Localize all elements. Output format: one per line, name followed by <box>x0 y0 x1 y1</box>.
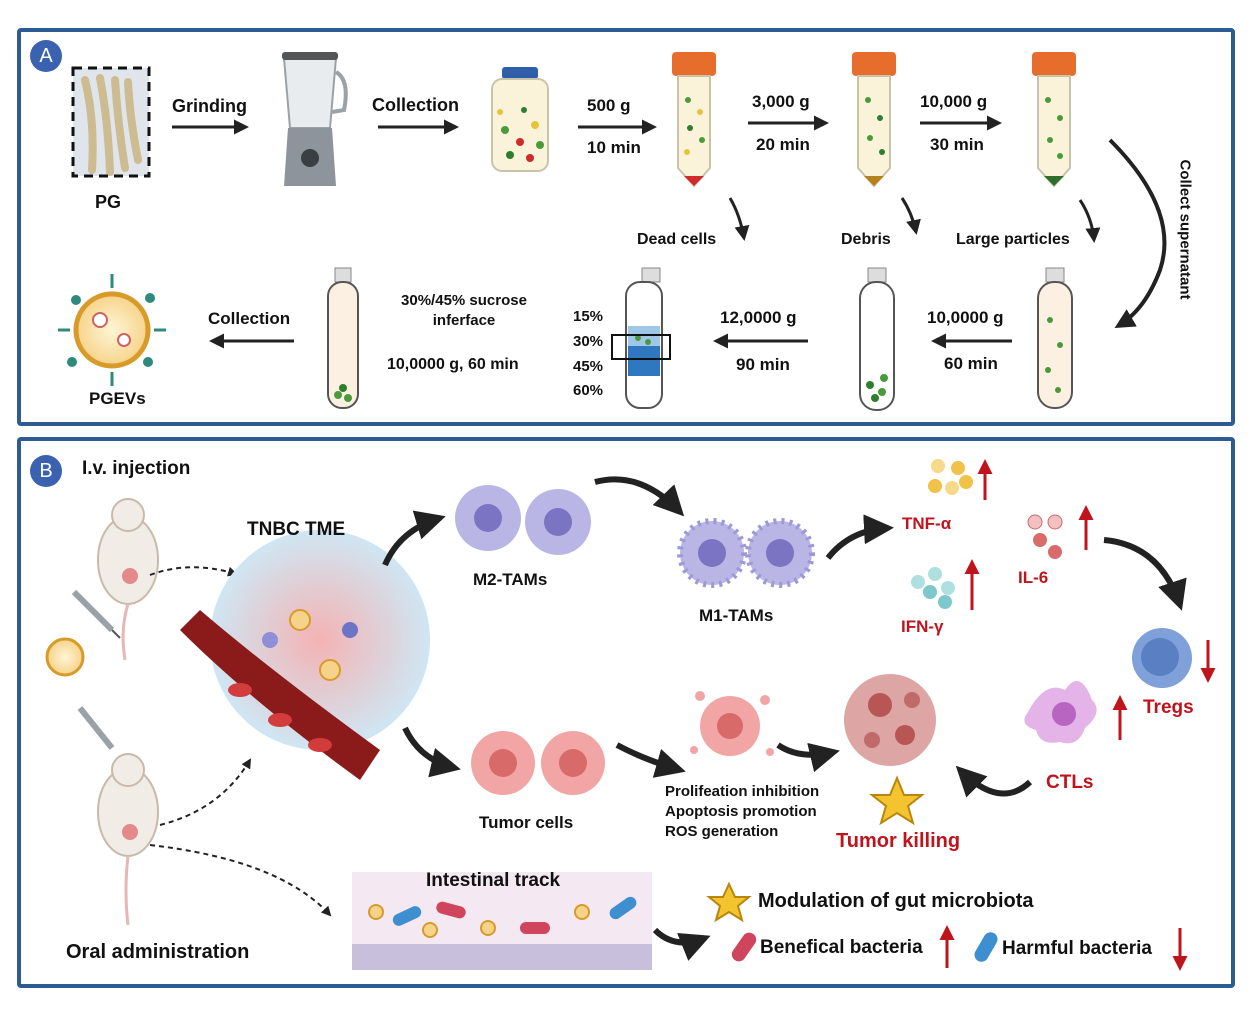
treg-cell-icon <box>1132 628 1192 688</box>
pg-root-image <box>71 66 151 178</box>
mouse-iv-icon <box>97 498 159 661</box>
arrow-tumor-to-apoptosis <box>615 742 686 778</box>
intestinal-track-label: Intestinal track <box>426 870 561 891</box>
interface-line1: 30%/45% sucrose <box>401 292 527 309</box>
panel-a-badge: A <box>30 40 62 72</box>
m1-tams-label: M1-TAMs <box>699 606 774 625</box>
arrow-to-m2 <box>382 510 446 567</box>
arrow-oral-to-gut <box>149 844 332 917</box>
dead-tumor-icon <box>844 674 936 766</box>
effect-ros: ROS generation <box>665 823 779 840</box>
harmful-bacteria-icon <box>974 932 998 962</box>
tumor-killing-label: Tumor killing <box>836 830 961 852</box>
gradient-tube <box>611 267 671 409</box>
ctls-label: CTLs <box>1046 772 1094 793</box>
pg-label: PG <box>95 192 122 212</box>
interface-line2: inferface <box>432 312 496 329</box>
arrow-to-tumor-killing <box>776 742 840 773</box>
tube-evs <box>327 267 359 409</box>
m2-tams-label: M2-TAMs <box>473 570 548 589</box>
arrow-large-particles <box>1078 199 1101 243</box>
spin5-time: 90 min <box>736 355 790 374</box>
effect-apoptosis: Apoptosis promotion <box>665 803 817 820</box>
grinding-label: Grinding <box>172 96 247 116</box>
debris-label: Debris <box>841 231 891 248</box>
dead-cells-label: Dead cells <box>637 231 717 248</box>
tumor-cells-icon <box>471 731 605 795</box>
spin5-speed: 12,0000 g <box>720 308 797 327</box>
harmful-bacteria-label: Harmful bacteria <box>1002 938 1152 959</box>
gradient-30: 30% <box>573 333 604 350</box>
arrow-ctl-to-tumor <box>955 765 1033 798</box>
panel-b-badge: B <box>30 455 62 487</box>
collection-label: Collection <box>372 95 460 115</box>
effect-proliferation: Prolifeation inhibition <box>665 783 820 800</box>
spin1-time: 10 min <box>587 138 641 157</box>
tnbc-tumor-image <box>180 530 430 780</box>
tnf-alpha-icon <box>928 459 973 495</box>
ctl-cell-icon <box>1024 681 1097 744</box>
spin2-speed: 3,000 g <box>752 92 810 111</box>
arrow-debris <box>900 197 921 235</box>
arrow-dead-cells <box>728 197 750 241</box>
tube-3000g <box>852 52 896 188</box>
spin4-speed: 10,0000 g <box>927 308 1004 327</box>
ifn-gamma-icon <box>911 567 955 609</box>
m2-tams-icon <box>455 485 591 555</box>
mouse-oral-icon <box>97 753 159 926</box>
tube-10000g <box>1032 52 1076 188</box>
star-icon <box>869 775 925 826</box>
il6-icon <box>1027 514 1063 559</box>
gradient-60: 60% <box>573 382 604 399</box>
arrow-m1-to-cytokines <box>825 514 894 560</box>
syringe-icon <box>71 589 121 639</box>
tumor-cells-label: Tumor cells <box>479 813 574 832</box>
jar-icon <box>491 67 549 172</box>
intestine-image <box>352 872 652 970</box>
gradient-15: 15% <box>573 308 604 325</box>
tregs-label: Tregs <box>1143 697 1194 718</box>
spin2-time: 20 min <box>756 135 810 154</box>
spin3-speed: 10,000 g <box>920 92 988 111</box>
arrow-collect-supernatant <box>1108 138 1167 329</box>
m1-tams-icon <box>677 518 815 588</box>
ifn-label: IFN-γ <box>901 617 944 636</box>
tube-pellet <box>859 267 895 411</box>
tnf-label: TNF-α <box>902 514 952 533</box>
oral-administration-label: Oral administration <box>66 941 250 963</box>
arrow-oral-to-tumor <box>159 758 252 826</box>
tube-500g <box>672 52 716 188</box>
microbiota-star-icon <box>706 881 752 923</box>
iv-injection-label: I.v. injection <box>82 458 191 479</box>
arrow-m2-to-m1 <box>594 476 685 517</box>
blender-icon <box>282 52 348 186</box>
final-collection-label: Collection <box>208 309 291 328</box>
tnbc-tme-label: TNBC TME <box>247 519 346 540</box>
gradient-45: 45% <box>573 358 604 375</box>
arrow-iv-to-tumor <box>149 566 238 577</box>
apoptotic-cell-icon <box>690 691 774 756</box>
large-particles-label: Large particles <box>956 231 1070 248</box>
arrow-to-tumor-cells <box>402 726 461 778</box>
pgevs-label: PGEVs <box>89 389 146 408</box>
arrow-to-tregs <box>1103 537 1187 611</box>
collect-supernatant-label: Collect supernatant <box>1176 159 1194 300</box>
spin1-speed: 500 g <box>587 96 631 115</box>
syringe-oral-icon <box>77 706 115 750</box>
spin4-time: 60 min <box>944 354 998 373</box>
arrow-gut-to-microbiota <box>652 927 711 961</box>
spin3-time: 30 min <box>930 135 984 154</box>
il6-label: IL-6 <box>1018 568 1049 587</box>
gut-modulation-label: Modulation of gut microbiota <box>758 890 1034 912</box>
pgev-vesicle-icon <box>58 274 166 386</box>
tube-supernatant <box>1037 267 1073 409</box>
beneficial-bacteria-label: Benefical bacteria <box>760 937 923 958</box>
beneficial-bacteria-icon <box>731 932 757 962</box>
pgev-small-icon <box>45 637 85 677</box>
interface-spin: 10,0000 g, 60 min <box>387 356 519 373</box>
